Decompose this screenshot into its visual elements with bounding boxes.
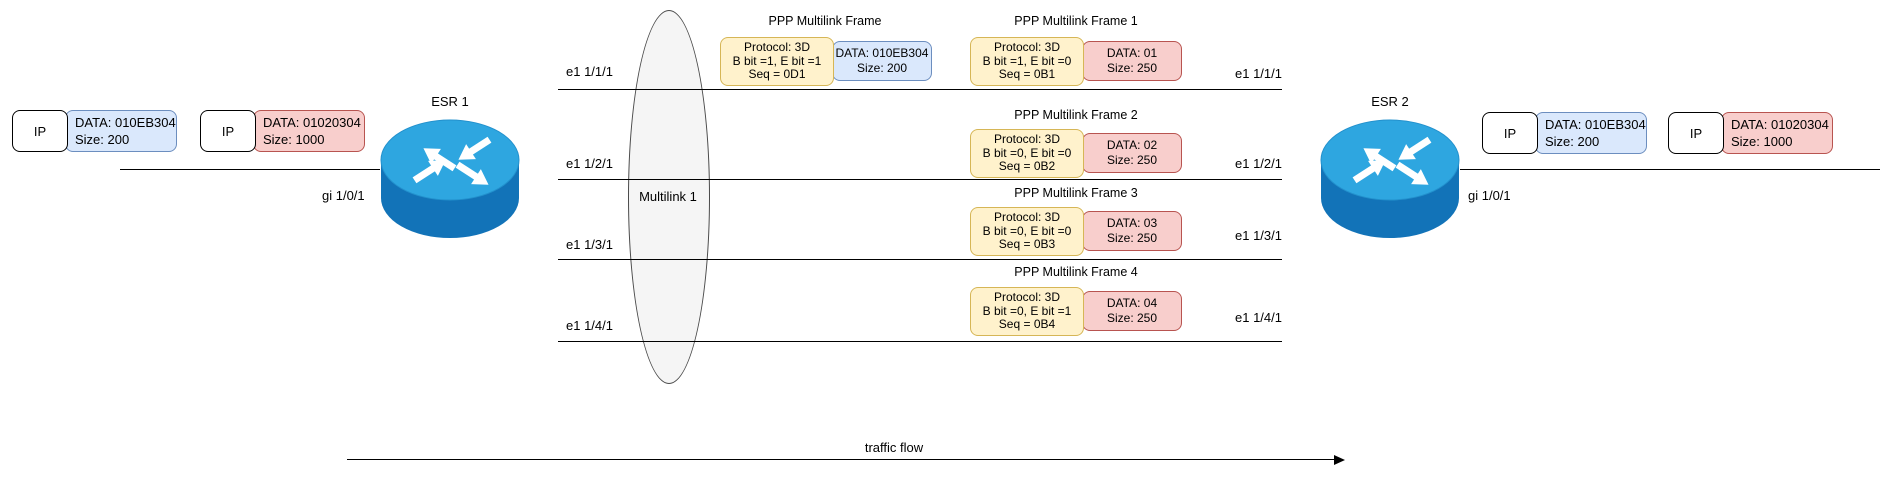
frame-bits-text: B bit =0, E bit =1	[982, 303, 1072, 318]
e1-link-4-label-right: e1 1/4/1	[1235, 310, 1282, 325]
frame-protocol-text: Protocol: 3D	[993, 132, 1061, 146]
frame-3: Protocol: 3D B bit =0, E bit =0 Seq = 0B…	[970, 207, 1182, 256]
frame-2-title: PPP Multilink Frame 2	[1014, 108, 1138, 122]
frame-4-header-box: Protocol: 3D B bit =0, E bit =1 Seq = 0B…	[970, 287, 1084, 336]
frame-protocol-text: Protocol: 3D	[993, 290, 1061, 304]
packet-protocol-label: IP	[1482, 112, 1538, 154]
packet-data-text: DATA: 01020304	[263, 115, 361, 130]
esr1-gi-wire	[120, 169, 380, 170]
e1-link-3-label-right: e1 1/3/1	[1235, 228, 1282, 243]
e1-link-3-label-left: e1 1/3/1	[566, 237, 613, 252]
packet-size-text: Size: 1000	[1731, 134, 1793, 149]
packet-data-text: DATA: 01020304	[1731, 117, 1829, 132]
packet-right-small: IP DATA: 010EB304 Size: 200	[1482, 112, 1647, 154]
frame-1-title: PPP Multilink Frame 1	[1014, 14, 1138, 28]
frame-size-text: Size: 250	[1106, 153, 1158, 168]
frame-bits-text: B bit =0, E bit =0	[982, 145, 1072, 160]
frame-1-data-box: DATA: 01 Size: 250	[1082, 41, 1182, 82]
frame-3-title: PPP Multilink Frame 3	[1014, 186, 1138, 200]
e1-link-1-wire	[558, 89, 1282, 90]
e1-link-1-label-left: e1 1/1/1	[566, 64, 613, 79]
frame-size-text: Size: 200	[856, 61, 908, 76]
e1-link-2-wire	[558, 179, 1282, 180]
esr1-gi-interface-label: gi 1/0/1	[322, 188, 365, 203]
packet-size-text: Size: 200	[1545, 134, 1600, 149]
frame-size-text: Size: 250	[1106, 231, 1158, 246]
e1-link-4-wire	[558, 341, 1282, 342]
packet-data-text: DATA: 010EB304	[75, 115, 176, 130]
frame-seq-text: Seq = 0B1	[998, 67, 1056, 81]
packet-protocol-label: IP	[1668, 112, 1724, 154]
packet-data-text: DATA: 010EB304	[1545, 117, 1646, 132]
frame-3-header-box: Protocol: 3D B bit =0, E bit =0 Seq = 0B…	[970, 207, 1084, 256]
frame-2-data-box: DATA: 02 Size: 250	[1082, 133, 1182, 174]
tx-frame-title: PPP Multilink Frame	[768, 14, 882, 28]
esr2-gi-wire	[1460, 169, 1880, 170]
packet-left-large: IP DATA: 01020304 Size: 1000	[200, 110, 365, 152]
frame-data-text: DATA: 010EB304	[835, 46, 929, 61]
e1-link-2-label-left: e1 1/2/1	[566, 156, 613, 171]
frame-bits-text: B bit =1, E bit =1	[732, 53, 822, 68]
e1-link-3-wire	[558, 259, 1282, 260]
frame-bits-text: B bit =0, E bit =0	[982, 223, 1072, 238]
frame-2-header-box: Protocol: 3D B bit =0, E bit =0 Seq = 0B…	[970, 129, 1084, 178]
frame-data-text: DATA: 04	[1106, 296, 1158, 311]
frame-seq-text: Seq = 0B4	[998, 317, 1056, 331]
esr2-router-label: ESR 2	[1371, 94, 1409, 109]
multilink-bundle-ellipse	[628, 10, 710, 384]
traffic-flow-arrowhead-icon	[1334, 455, 1345, 465]
packet-data-box: DATA: 010EB304 Size: 200	[1535, 112, 1647, 154]
packet-size-text: Size: 200	[75, 132, 130, 147]
packet-data-box: DATA: 01020304 Size: 1000	[253, 110, 365, 152]
frame-seq-text: Seq = 0D1	[748, 67, 806, 81]
frame-data-text: DATA: 02	[1106, 138, 1158, 153]
router-icon-esr2	[1320, 118, 1460, 240]
tx-frame: Protocol: 3D B bit =1, E bit =1 Seq = 0D…	[720, 37, 932, 86]
frame-protocol-text: Protocol: 3D	[993, 210, 1061, 224]
esr2-gi-interface-label: gi 1/0/1	[1468, 188, 1511, 203]
frame-protocol-text: Protocol: 3D	[993, 40, 1061, 54]
frame-seq-text: Seq = 0B2	[998, 159, 1056, 173]
frame-protocol-text: Protocol: 3D	[743, 40, 811, 54]
frame-data-text: DATA: 03	[1106, 216, 1158, 231]
frame-size-text: Size: 250	[1106, 61, 1158, 76]
frame-2: Protocol: 3D B bit =0, E bit =0 Seq = 0B…	[970, 129, 1182, 178]
e1-link-2-label-right: e1 1/2/1	[1235, 156, 1282, 171]
frame-bits-text: B bit =1, E bit =0	[982, 53, 1072, 68]
frame-1: Protocol: 3D B bit =1, E bit =0 Seq = 0B…	[970, 37, 1182, 86]
traffic-flow-label: traffic flow	[864, 440, 924, 455]
esr1-router-label: ESR 1	[431, 94, 469, 109]
tx-frame-header-box: Protocol: 3D B bit =1, E bit =1 Seq = 0D…	[720, 37, 834, 86]
packet-protocol-label: IP	[200, 110, 256, 152]
frame-4: Protocol: 3D B bit =0, E bit =1 Seq = 0B…	[970, 287, 1182, 336]
tx-frame-data-box: DATA: 010EB304 Size: 200	[832, 41, 932, 82]
frame-4-data-box: DATA: 04 Size: 250	[1082, 291, 1182, 332]
router-icon-esr1	[380, 118, 520, 240]
traffic-flow-arrow-line	[347, 459, 1337, 460]
packet-data-box: DATA: 010EB304 Size: 200	[65, 110, 177, 152]
frame-3-data-box: DATA: 03 Size: 250	[1082, 211, 1182, 252]
e1-link-1-label-right: e1 1/1/1	[1235, 66, 1282, 81]
frame-seq-text: Seq = 0B3	[998, 237, 1056, 251]
packet-right-large: IP DATA: 01020304 Size: 1000	[1668, 112, 1833, 154]
packet-left-small: IP DATA: 010EB304 Size: 200	[12, 110, 177, 152]
frame-size-text: Size: 250	[1106, 311, 1158, 326]
multilink-bundle-label: Multilink 1	[639, 189, 697, 204]
frame-1-header-box: Protocol: 3D B bit =1, E bit =0 Seq = 0B…	[970, 37, 1084, 86]
frame-4-title: PPP Multilink Frame 4	[1014, 265, 1138, 279]
e1-link-4-label-left: e1 1/4/1	[566, 318, 613, 333]
frame-data-text: DATA: 01	[1106, 46, 1158, 61]
packet-data-box: DATA: 01020304 Size: 1000	[1721, 112, 1833, 154]
packet-size-text: Size: 1000	[263, 132, 325, 147]
packet-protocol-label: IP	[12, 110, 68, 152]
